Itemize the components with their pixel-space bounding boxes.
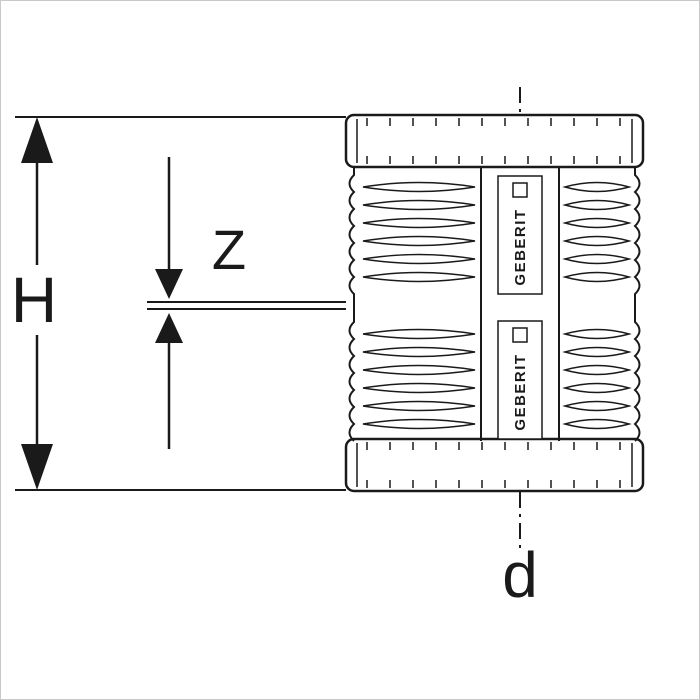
top-collar-edge-lines xyxy=(356,119,633,163)
brand-plate-upper: GEBERIT xyxy=(497,175,543,295)
bottom-collar-edge-lines xyxy=(356,443,633,487)
z-stop-double-line xyxy=(147,301,346,310)
brand-logo-square-lower-icon xyxy=(512,327,528,343)
body-left-corrugation xyxy=(348,167,356,442)
body-right-corrugation xyxy=(633,167,641,442)
brand-label-lower: GEBERIT xyxy=(512,353,529,430)
h-arrowhead-down-icon xyxy=(21,444,53,490)
top-collar xyxy=(344,113,645,169)
dimension-h: H xyxy=(11,116,346,491)
bottom-collar-upper-ticks xyxy=(366,442,621,450)
coupling-fitting: GEBERIT GEBERIT xyxy=(344,113,645,493)
dimension-d: d xyxy=(502,87,538,611)
h-arrowhead-up-icon xyxy=(21,117,53,163)
top-collar-lower-ticks xyxy=(366,156,621,164)
brand-plate-upper-outline xyxy=(497,175,543,295)
bottom-collar xyxy=(344,437,645,493)
brand-label-upper: GEBERIT xyxy=(512,208,529,285)
dimension-h-label: H xyxy=(11,264,57,336)
z-arrowhead-up-icon xyxy=(155,313,183,343)
dimension-z: Z xyxy=(147,157,346,449)
bottom-collar-lower-ticks xyxy=(366,480,621,488)
brand-plate-lower: GEBERIT xyxy=(497,320,543,440)
coil-windings-right xyxy=(564,181,630,430)
center-band-lines xyxy=(480,167,560,441)
z-arrowhead-down-icon xyxy=(155,269,183,299)
brand-logo-square-upper-icon xyxy=(512,182,528,198)
dimension-z-label: Z xyxy=(212,218,246,281)
coil-windings-left xyxy=(362,181,476,430)
dimension-d-label: d xyxy=(502,539,538,611)
top-collar-upper-ticks xyxy=(366,118,621,126)
brand-plate-lower-outline xyxy=(497,320,543,440)
center-band: GEBERIT GEBERIT xyxy=(480,167,560,441)
